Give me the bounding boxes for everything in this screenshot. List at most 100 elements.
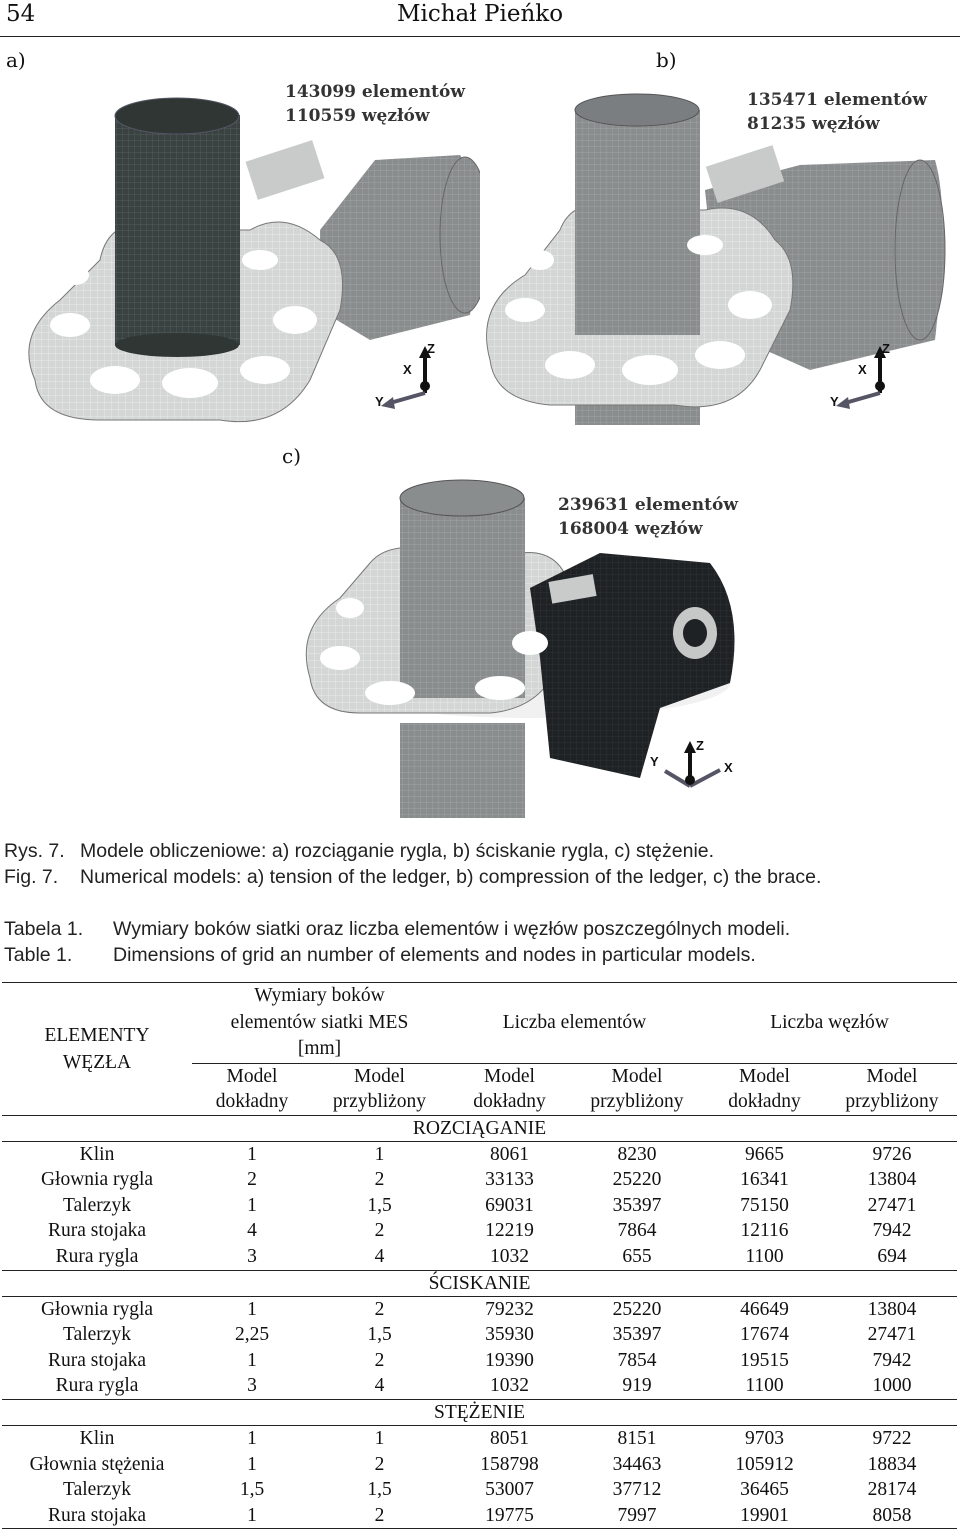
table-cell: 4 bbox=[374, 1246, 385, 1268]
table-caption-pl: Tabela 1.Wymiary boków siatki oraz liczb… bbox=[4, 918, 790, 941]
table-cell: 919 bbox=[622, 1375, 652, 1397]
table-cell: 655 bbox=[622, 1246, 652, 1268]
table-cell: 28174 bbox=[867, 1479, 917, 1501]
table-cell: 37712 bbox=[612, 1479, 662, 1501]
table-cell: 7942 bbox=[872, 1220, 912, 1242]
table-cell: 13804 bbox=[867, 1298, 917, 1320]
figure-caption-pl-label: Rys. 7. bbox=[4, 840, 65, 862]
table-cell: 7942 bbox=[872, 1349, 912, 1371]
figure-caption-pl: Rys. 7. Modele obliczeniowe: a) rozciągan… bbox=[4, 840, 714, 863]
row-label-cell: Talerzyk bbox=[63, 1194, 131, 1216]
table-cell: 2 bbox=[374, 1169, 385, 1191]
table-cell: 1 bbox=[247, 1504, 257, 1526]
table-cell: 9665 bbox=[745, 1143, 784, 1165]
table-caption-pl-label: Tabela 1. bbox=[4, 918, 84, 940]
table-cell: 12219 bbox=[485, 1220, 534, 1242]
table-cell: 2 bbox=[247, 1169, 257, 1191]
row-label-cell: Rura stojaka bbox=[47, 1220, 146, 1242]
row-label-cell: Talerzyk bbox=[63, 1479, 131, 1501]
table-cell: 33133 bbox=[485, 1169, 534, 1191]
table-cell: 1,5 bbox=[367, 1324, 392, 1346]
table-cell: 1 bbox=[247, 1194, 257, 1216]
svg-text:X: X bbox=[858, 362, 867, 377]
table-cell: 7854 bbox=[617, 1349, 657, 1371]
axis-triad-b: Z X Y bbox=[830, 341, 890, 409]
table-cell: 25220 bbox=[612, 1298, 662, 1320]
row-label-cell: Głownia rygla bbox=[40, 1298, 154, 1320]
table-cell: 13804 bbox=[867, 1169, 917, 1191]
table-cell: 19901 bbox=[740, 1504, 789, 1526]
table-cell: 8061 bbox=[490, 1143, 529, 1165]
running-author: Michał Pieńko bbox=[396, 1, 564, 27]
row-label-cell: Rura stojaka bbox=[47, 1504, 146, 1526]
table-cell: 9703 bbox=[745, 1428, 784, 1450]
page-header: 54 Michał Pieńko bbox=[0, 0, 960, 37]
svg-text:Z: Z bbox=[427, 341, 435, 356]
table-cell: 1,5 bbox=[367, 1194, 392, 1216]
table-cell: 2,25 bbox=[234, 1324, 270, 1346]
row-label-cell: Klin bbox=[79, 1428, 115, 1450]
panel-a-mesh-stats: 143099 elementów 110559 węzłów bbox=[285, 80, 465, 128]
panel-a-elements: 143099 elementów bbox=[285, 82, 465, 102]
table-cell: 18834 bbox=[867, 1453, 917, 1475]
col-group-mesh-size-unit: [mm] bbox=[297, 1038, 342, 1059]
row-label-cell: Rura rygla bbox=[55, 1375, 139, 1397]
table-cell: 35397 bbox=[612, 1324, 662, 1346]
table-cell: 9726 bbox=[872, 1143, 912, 1165]
page-number: 54 bbox=[6, 1, 36, 27]
table-cell: 105912 bbox=[735, 1453, 794, 1475]
table-cell: 2 bbox=[374, 1349, 385, 1371]
table-cell: 34463 bbox=[612, 1453, 662, 1475]
axis-triad-a: Z X Y bbox=[375, 341, 435, 409]
row-label-cell: Głownia rygla bbox=[40, 1169, 154, 1191]
table-cell: 69031 bbox=[485, 1194, 534, 1216]
table-cell: 9722 bbox=[872, 1428, 912, 1450]
row-label-cell: Rura rygla bbox=[55, 1246, 139, 1268]
table-cell: 3 bbox=[247, 1246, 257, 1268]
table-cell: 3 bbox=[247, 1375, 257, 1397]
table-cell: 1 bbox=[247, 1453, 257, 1475]
section-header-row: ŚCISKANIE bbox=[2, 1270, 957, 1297]
table-cell: 2 bbox=[374, 1298, 385, 1320]
figure-caption-en: Fig. 7.Numerical models: a) tension of t… bbox=[4, 866, 821, 889]
table-cell: 1 bbox=[374, 1428, 385, 1450]
table-cell: 2 bbox=[374, 1504, 385, 1526]
table-cell: 1032 bbox=[490, 1375, 529, 1397]
table-cell: 1000 bbox=[872, 1375, 912, 1397]
figure-caption-en-label: Fig. 7. bbox=[4, 866, 59, 888]
table-cell: 75150 bbox=[740, 1194, 789, 1216]
table-cell: 2 bbox=[374, 1220, 385, 1242]
section-header-row: STĘŻENIE bbox=[2, 1400, 957, 1426]
panel-b-mesh-model: Z X Y bbox=[486, 93, 946, 425]
table-caption-en-label: Table 1. bbox=[4, 944, 73, 966]
col-header-node-elements: ELEMENTY WĘZŁA bbox=[44, 1024, 150, 1073]
table-cell: 19775 bbox=[485, 1504, 534, 1526]
panel-c-mesh-stats: 239631 elementów 168004 węzłów bbox=[558, 493, 738, 541]
table-cell: 35397 bbox=[612, 1194, 662, 1216]
svg-text:X: X bbox=[403, 362, 412, 377]
table-cell: 19515 bbox=[740, 1349, 789, 1371]
table-cell: 35930 bbox=[485, 1324, 534, 1346]
col-group-mesh-size: Wymiary boków elementów siatki MES bbox=[230, 985, 409, 1033]
figure-caption-pl-text: Modele obliczeniowe: a) rozciąganie rygl… bbox=[80, 840, 715, 862]
axis-triad-c: Z Y X bbox=[650, 738, 733, 788]
svg-text:Y: Y bbox=[375, 394, 384, 409]
svg-text:Z: Z bbox=[696, 738, 704, 753]
col-group-node-count: Liczba węzłów bbox=[770, 1011, 889, 1033]
table-cell: 8151 bbox=[617, 1428, 657, 1450]
table-cell: 1 bbox=[247, 1349, 257, 1371]
svg-text:Z: Z bbox=[882, 341, 890, 356]
panel-b-mesh-stats: 135471 elementów 81235 węzłów bbox=[747, 88, 927, 136]
table-cell: 1 bbox=[247, 1298, 257, 1320]
panel-a-nodes: 110559 węzłów bbox=[285, 106, 430, 126]
table-cell: 36465 bbox=[740, 1479, 789, 1501]
